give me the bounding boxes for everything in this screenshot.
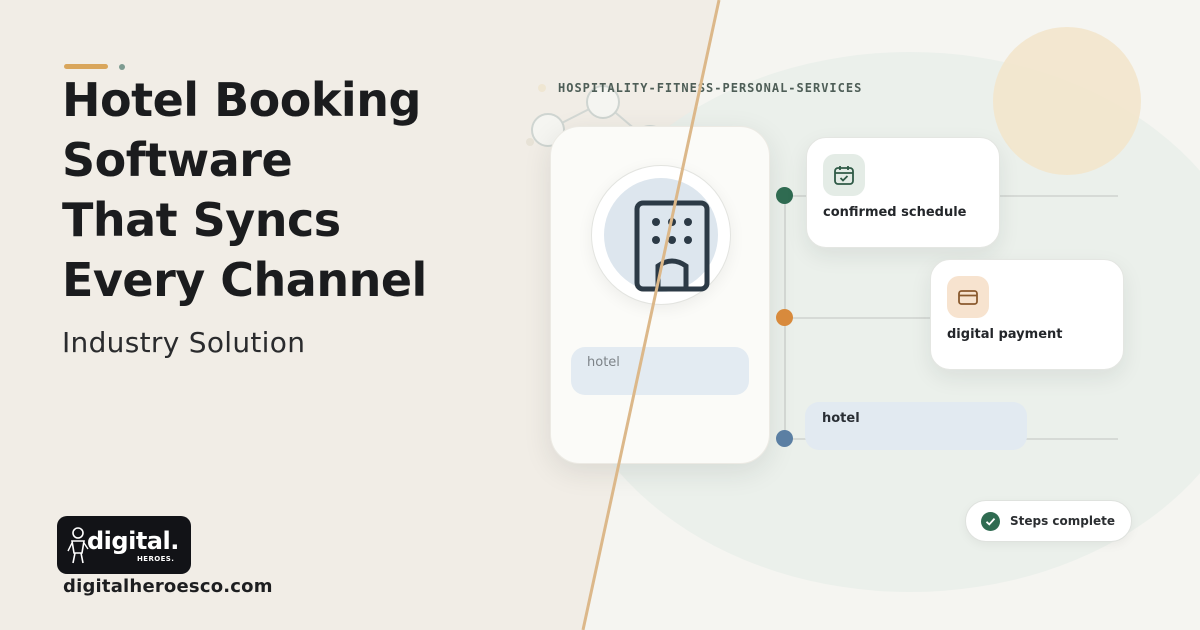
subheading: Industry Solution bbox=[62, 326, 306, 359]
hero-figure-icon bbox=[67, 527, 89, 564]
calendar-check-icon bbox=[823, 154, 865, 196]
check-icon bbox=[981, 512, 1000, 531]
payment-card-label: digital payment bbox=[947, 327, 1063, 342]
accent-dot bbox=[119, 64, 125, 70]
payment-card[interactable]: digital payment bbox=[930, 259, 1124, 370]
timeline-node-green bbox=[776, 187, 793, 204]
timeline-node-orange bbox=[776, 309, 793, 326]
headline-line: Software bbox=[62, 133, 293, 187]
accent-bar bbox=[64, 64, 108, 69]
status-badge: Steps complete bbox=[965, 500, 1132, 542]
website-link[interactable]: digitalheroesco.com bbox=[63, 576, 273, 597]
headline-line: Hotel Booking bbox=[62, 73, 421, 127]
timeline-node-blue bbox=[776, 430, 793, 447]
headline: Hotel Booking Software That Syncs Every … bbox=[62, 70, 482, 310]
logo-subtext: HEROES. bbox=[137, 555, 175, 563]
schedule-card[interactable]: confirmed schedule bbox=[806, 137, 1000, 248]
phone-service-pill[interactable]: hotel bbox=[571, 347, 749, 395]
logo-wordmark: digital. bbox=[87, 527, 179, 555]
icon-ring bbox=[591, 165, 731, 305]
category-label: HOSPITALITY-FITNESS-PERSONAL-SERVICES bbox=[558, 81, 863, 95]
hotel-building-icon bbox=[634, 200, 710, 292]
phone-mockup: hotel bbox=[550, 126, 770, 464]
icon-circle bbox=[604, 178, 718, 292]
brand-logo[interactable]: digital. HEROES. bbox=[57, 516, 191, 574]
status-label: Steps complete bbox=[1010, 514, 1116, 528]
decorative-sun-circle bbox=[993, 27, 1141, 175]
headline-line: That Syncs bbox=[62, 193, 341, 247]
credit-card-icon bbox=[947, 276, 989, 318]
headline-line: Every Channel bbox=[62, 253, 427, 307]
schedule-card-label: confirmed schedule bbox=[823, 205, 967, 220]
hotel-pill[interactable]: hotel bbox=[805, 402, 1027, 450]
